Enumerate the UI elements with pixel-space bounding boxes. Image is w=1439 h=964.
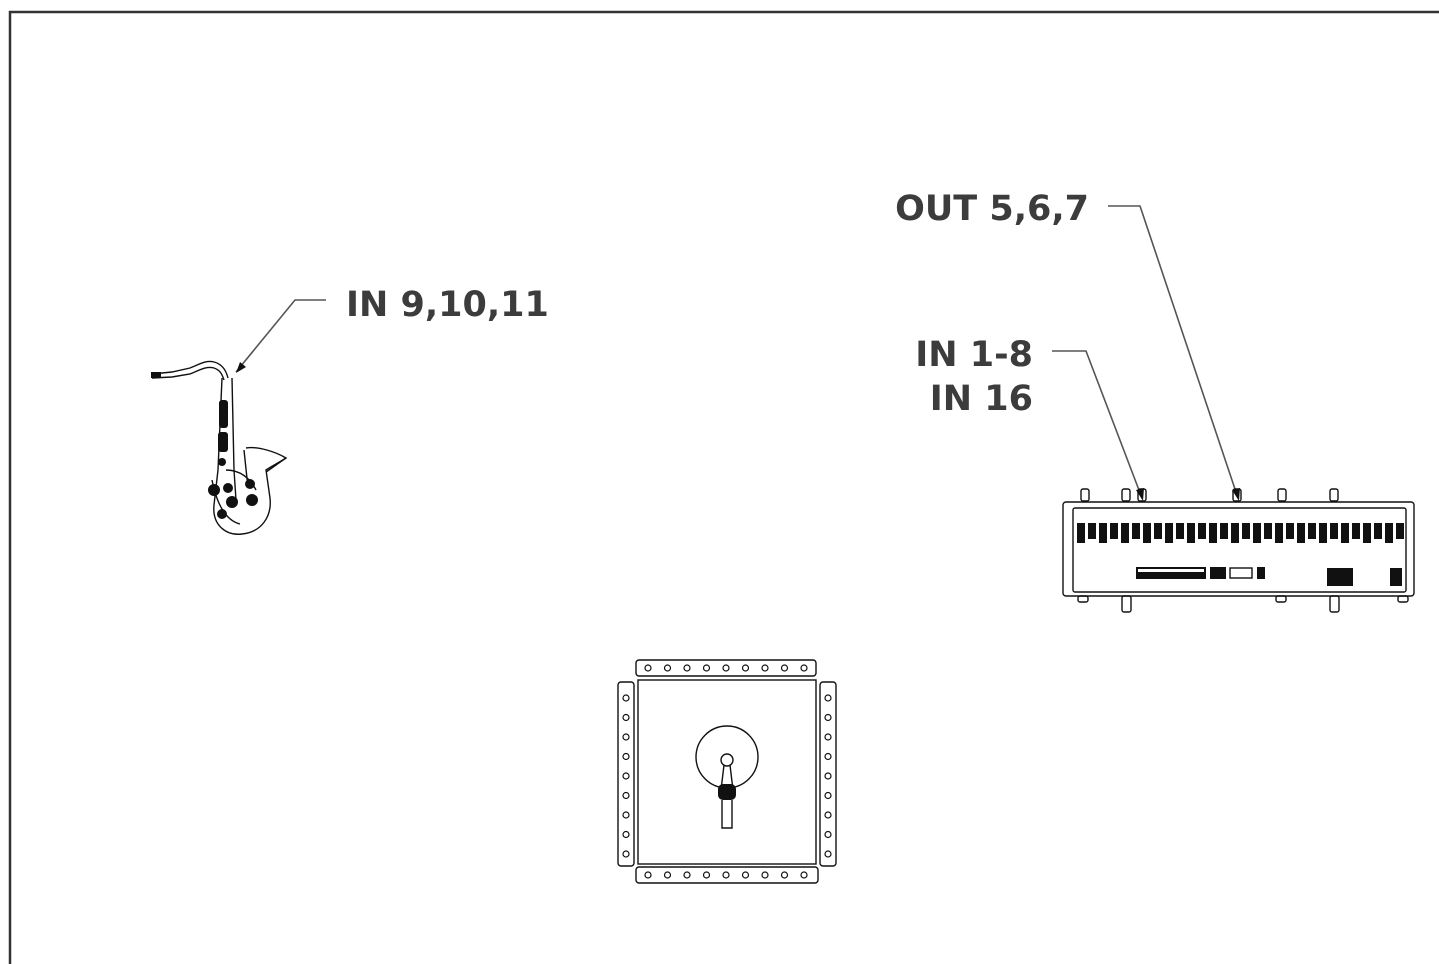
fader-cap bbox=[1297, 523, 1305, 543]
rivet bbox=[702, 664, 711, 672]
rivet bbox=[644, 664, 652, 672]
out-label: OUT 5,6,7 bbox=[895, 189, 1089, 229]
rivet bbox=[622, 733, 630, 741]
rivet bbox=[663, 664, 672, 672]
rivet bbox=[722, 664, 730, 672]
rivet bbox=[780, 664, 789, 672]
fader-cap bbox=[1352, 523, 1360, 539]
rivet bbox=[644, 871, 652, 879]
rivet bbox=[824, 733, 832, 741]
rivet bbox=[741, 664, 750, 672]
rivet bbox=[824, 830, 832, 839]
fader-cap bbox=[1143, 523, 1151, 543]
fader-cap bbox=[1242, 523, 1250, 539]
fader-cap bbox=[1187, 523, 1195, 543]
rivet bbox=[824, 752, 832, 761]
fader-cap bbox=[1121, 523, 1129, 543]
rivet bbox=[622, 713, 630, 722]
fader-cap bbox=[1341, 523, 1349, 543]
saxophone-icon bbox=[151, 360, 288, 535]
fader-cap bbox=[1077, 523, 1085, 543]
fader-cap bbox=[1330, 523, 1338, 539]
out-leader-line bbox=[1108, 205, 1240, 501]
fader-cap bbox=[1099, 523, 1107, 543]
rivet bbox=[824, 772, 832, 780]
fader-cap bbox=[1198, 523, 1206, 539]
fader-cap bbox=[1396, 523, 1404, 539]
fader-cap bbox=[1308, 523, 1316, 539]
rivet bbox=[702, 871, 711, 879]
fader-cap bbox=[1110, 523, 1118, 539]
rivet bbox=[722, 871, 730, 879]
fader-cap bbox=[1220, 523, 1228, 539]
fader-cap bbox=[1319, 523, 1327, 543]
rivet bbox=[622, 791, 630, 800]
fader-cap bbox=[1253, 523, 1261, 543]
rivet bbox=[622, 830, 630, 839]
speaker-array-icon bbox=[617, 659, 837, 884]
fader-cap bbox=[1209, 523, 1217, 543]
rivet bbox=[741, 871, 750, 879]
fader-cap bbox=[1154, 523, 1162, 539]
microphone-icon bbox=[695, 725, 759, 829]
rivet bbox=[761, 871, 769, 879]
rivet bbox=[683, 871, 691, 879]
rivet bbox=[824, 713, 832, 722]
in-leader-line bbox=[1052, 350, 1144, 501]
rivet bbox=[824, 811, 832, 819]
rivet bbox=[780, 871, 789, 879]
rivet bbox=[824, 850, 832, 858]
rivet bbox=[622, 772, 630, 780]
rivet bbox=[663, 871, 672, 879]
fader-cap bbox=[1385, 523, 1393, 543]
rivet bbox=[800, 664, 808, 672]
fader-cap bbox=[1363, 523, 1371, 543]
in-main-label: IN 1-8 bbox=[915, 335, 1033, 375]
fader-cap bbox=[1275, 523, 1283, 543]
fader-cap bbox=[1132, 523, 1140, 539]
sax-leader-line bbox=[235, 299, 326, 373]
fader-cap bbox=[1374, 523, 1382, 539]
mixing-console-icon bbox=[1062, 488, 1415, 613]
fader-cap bbox=[1286, 523, 1294, 539]
rivet bbox=[824, 791, 832, 800]
fader-cap bbox=[1165, 523, 1173, 543]
rivet bbox=[622, 850, 630, 858]
drawing-frame bbox=[8, 10, 1439, 964]
rivet bbox=[800, 871, 808, 879]
in-alt-label: IN 16 bbox=[930, 379, 1033, 419]
rivet bbox=[683, 664, 691, 672]
rivet bbox=[824, 694, 832, 702]
rivet bbox=[622, 811, 630, 819]
fader-cap bbox=[1264, 523, 1272, 539]
fader-cap bbox=[1088, 523, 1096, 539]
fader-cap bbox=[1176, 523, 1184, 539]
rivet bbox=[622, 752, 630, 761]
fader-cap bbox=[1231, 523, 1239, 543]
rivet bbox=[622, 694, 630, 702]
sax-input-label: IN 9,10,11 bbox=[346, 285, 549, 325]
rivet bbox=[761, 664, 769, 672]
